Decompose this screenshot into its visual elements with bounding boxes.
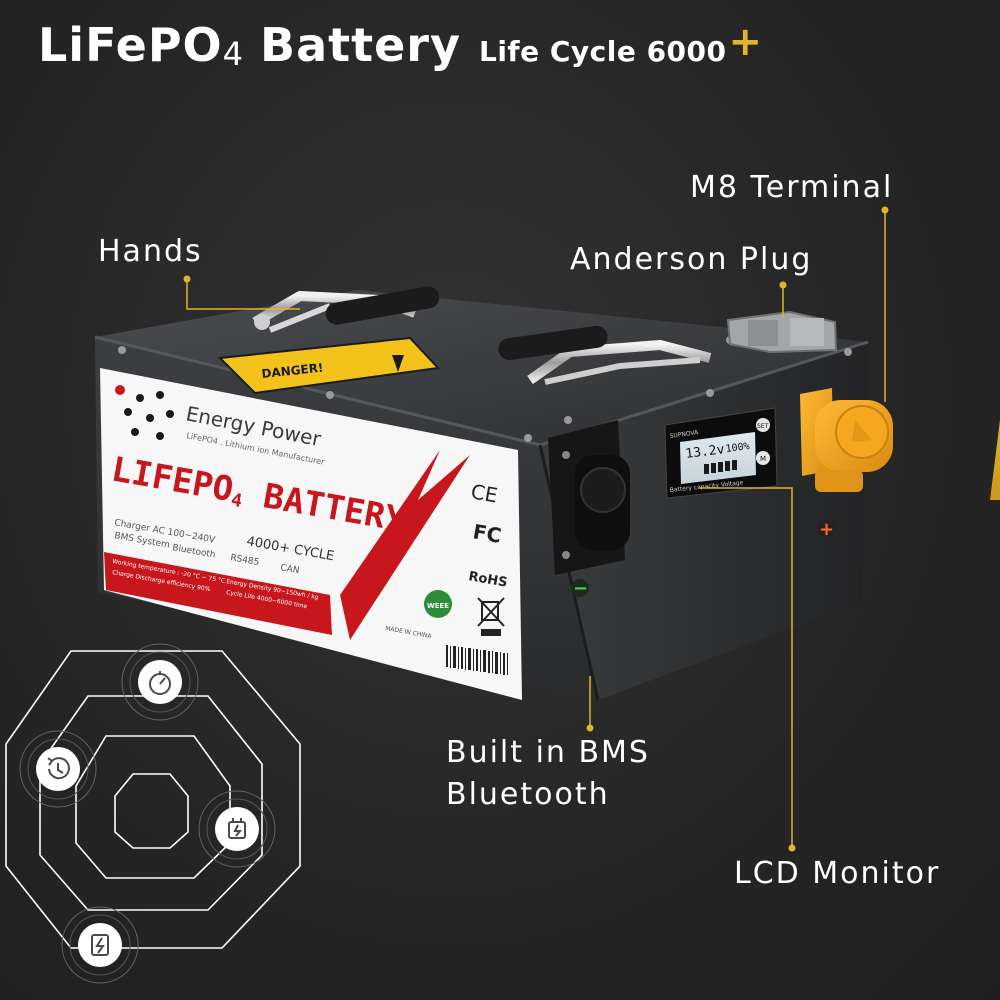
label-fc-mark: FC xyxy=(471,519,503,548)
warning-sticker: DANGER! xyxy=(217,336,441,395)
handle-right[interactable] xyxy=(497,324,712,385)
leader-hands xyxy=(186,276,300,310)
page-title: LiFePO4 Battery Life Cycle 6000+ xyxy=(38,18,762,73)
case-corner xyxy=(538,444,600,701)
charging-icon xyxy=(228,818,246,839)
title-cycle-plus: + xyxy=(728,19,763,65)
positive-sign: + xyxy=(819,519,834,540)
title-suffix: Battery xyxy=(243,18,461,72)
molecule-logo-icon xyxy=(115,385,174,440)
callout-anderson-plug: Anderson Plug xyxy=(570,242,813,277)
callout-dots xyxy=(183,206,889,852)
callout-hands: Hands xyxy=(98,234,203,269)
gauge-icon xyxy=(149,671,171,695)
lcd-monitor[interactable]: SUPNOVA 13.2v 100% Battery capacity Volt… xyxy=(664,407,778,499)
lcd-m-button[interactable] xyxy=(756,451,770,465)
lightning-bolt-icon xyxy=(340,450,470,640)
accent-stripe xyxy=(990,420,1000,500)
label-red-band xyxy=(104,552,332,635)
title-subscript: 4 xyxy=(222,35,244,73)
callout-m8-terminal: M8 Terminal xyxy=(690,170,894,205)
feature-icon-ring xyxy=(19,643,276,984)
lcd-set-button[interactable] xyxy=(756,418,770,432)
leader-lcd xyxy=(700,487,793,848)
weee-badge-icon xyxy=(424,590,452,618)
negative-sign: − xyxy=(573,578,588,599)
lcd-battery-bar xyxy=(704,460,737,474)
barcode xyxy=(446,645,508,675)
label-can: CAN xyxy=(279,563,300,576)
negative-indicator xyxy=(571,579,589,597)
title-cycle: Life Cycle 6000 xyxy=(478,35,727,68)
label-weee: WEEE xyxy=(427,602,449,610)
title-prefix: LiFePO xyxy=(38,18,223,72)
callout-bms: Built in BMS Bluetooth xyxy=(446,732,650,816)
case-top xyxy=(95,290,868,445)
warning-symbol-icon xyxy=(392,355,404,372)
callout-bms-line1: Built in BMS xyxy=(446,735,650,770)
callout-leaders xyxy=(186,208,886,848)
callout-bms-line2: Bluetooth xyxy=(446,777,610,812)
label-ce-mark: CE xyxy=(469,479,499,507)
anderson-plug[interactable] xyxy=(726,310,838,354)
lcd-m-label: M xyxy=(760,455,766,463)
positive-terminal[interactable] xyxy=(800,388,893,492)
lcd-voltage: 13.2v xyxy=(685,442,726,462)
lcd-percent: 100% xyxy=(725,441,750,455)
product-label: Energy Power LiFePO4 . Lithium ion Manuf… xyxy=(100,368,522,700)
positive-indicator xyxy=(817,519,835,537)
lcd-set-label: SET xyxy=(757,423,769,430)
history-icon xyxy=(47,757,70,780)
recycle-bin-icon xyxy=(477,597,505,636)
label-rohs-mark: RoHS xyxy=(467,569,508,591)
case-side xyxy=(540,342,868,700)
feature-octagons xyxy=(5,650,301,949)
lcd-brand: SUPNOVA xyxy=(669,429,699,440)
warning-text: DANGER! xyxy=(261,361,324,381)
negative-terminal[interactable] xyxy=(548,420,630,575)
power-icon xyxy=(91,934,109,956)
lcd-screen xyxy=(680,432,756,484)
callout-lcd-monitor: LCD Monitor xyxy=(734,856,941,891)
label-rs485: RS485 xyxy=(229,553,259,568)
